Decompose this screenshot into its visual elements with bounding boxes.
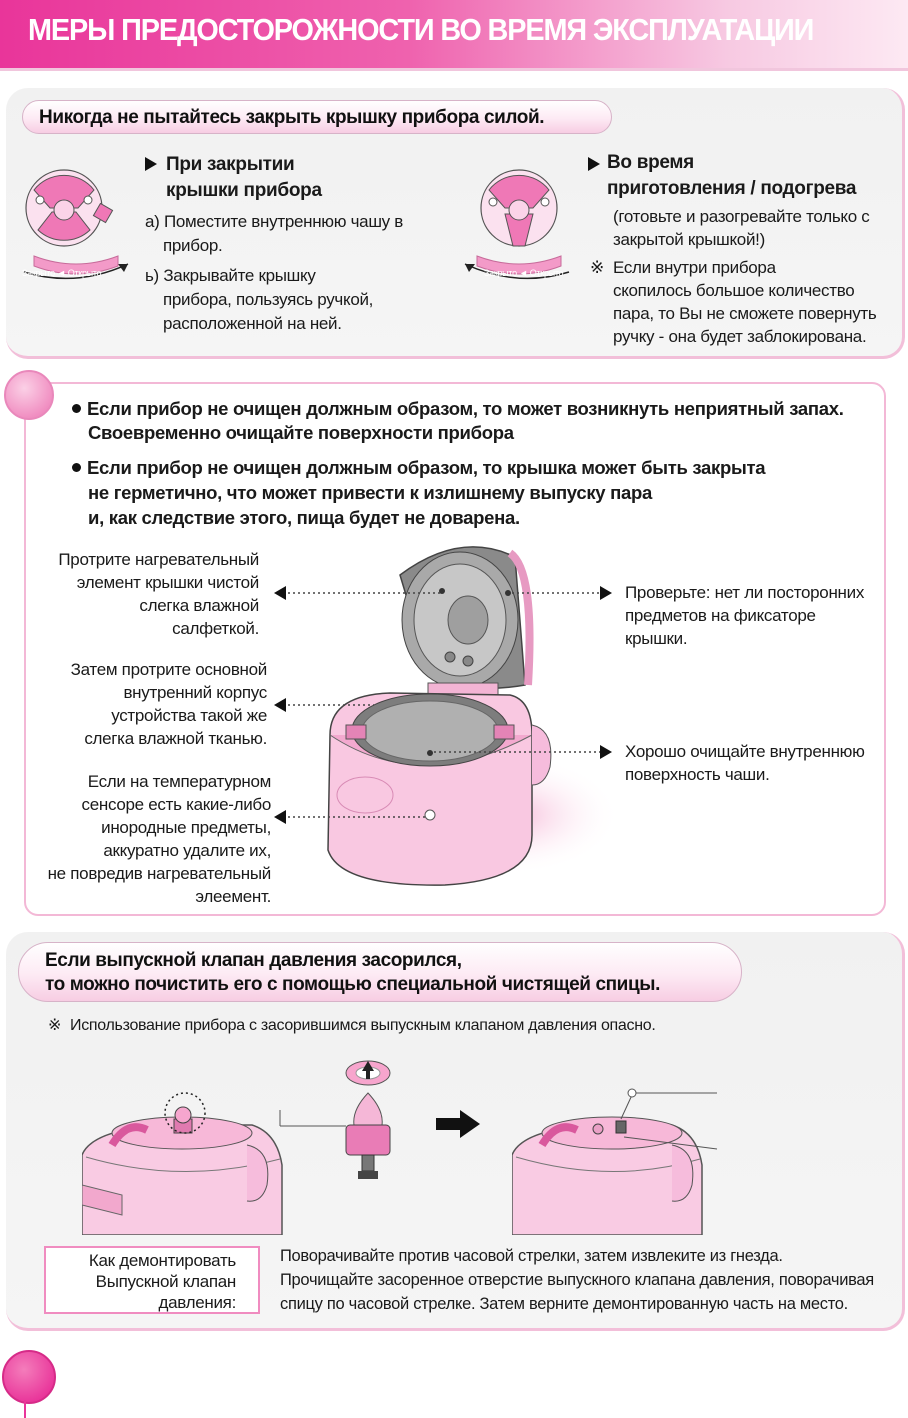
note-temp-sensor: Если на температурном сенсоре есть какие… [30,770,272,908]
note-line: устройства такой же [111,706,267,725]
cooking-warn-line2: скопилось большое количество [613,281,855,300]
note-inner-body: Затем протрите основной внутренний корпу… [30,658,268,750]
note-line: Если на температурном [87,772,272,791]
leader-line [279,1110,346,1127]
closing-title-line1: При закрытии [166,154,295,175]
section-valve-heading: Если выпускной клапан давления засорился… [18,942,742,1002]
cleaning-bullet2-line3: и, как следствие этого, пища будет не до… [88,507,520,528]
note-line: элеемент. [195,887,271,906]
cooking-warn-line1: Если внутри прибора [613,258,776,277]
bullet-icon [72,403,81,413]
note-line: внутренний корпус [123,683,267,702]
cleaning-bullet2-line2: не герметично, что может привести к изли… [88,482,652,503]
note-line: крышки. [625,629,688,648]
cooking-warn-line4: ручку - она будет заблокирована. [613,327,867,346]
note-lid-latch: Проверьте: нет ли посторонних предметов … [625,581,864,650]
note-line: аккуратно удалите их, [103,841,271,860]
cleaning-bullet1-line1: Если прибор не очищен должным образом, т… [72,397,844,421]
lid-dial-label-right: Закрыто ◄ Открыто [484,268,564,278]
cooking-note-line2: закрытой крышкой!) [613,230,765,249]
page-corner-marker [2,1350,56,1404]
triangle-bullet-icon [588,157,600,171]
note-line: Хорошо очищайте внутреннюю [625,742,865,761]
note-line: Протрите нагревательный [58,550,259,569]
note-inner-bowl: Хорошо очищайте внутреннюю поверхность ч… [625,740,865,786]
note-line: элемент крышки чистой [76,573,260,592]
note-lid-heater: Протрите нагревательный элемент крышки ч… [30,548,259,640]
closing-step-b-line1: ь) Закрывайте крышку [145,266,316,285]
note-line: инородные предметы, [101,818,271,837]
reference-mark: ※ [48,1017,62,1034]
note-line: предметов на фиксаторе [625,606,816,625]
cooking-note-line1: (готовьте и разогревайте только с [613,207,870,226]
valve-instruction-line3: спицу по часовой стрелке. Затем верните … [280,1295,848,1313]
note-line: Затем протрите основной [70,660,268,679]
rice-cooker-open-illustration [327,546,620,886]
pressure-valve-part-illustration [345,1060,391,1179]
leader-lines [274,586,612,824]
note-line: салфеткой. [172,619,259,638]
lid-dial-label-left: Закрыто ◄ Открыто [22,268,102,278]
valve-instruction-line2: Прочищайте засоренное отверстие выпускно… [280,1271,874,1289]
cleaning-bullet2-line1: Если прибор не очищен должным образом, т… [72,456,766,480]
page-corner-line [24,1400,26,1418]
section-lid-heading: Никогда не пытайтесь закрыть крышку приб… [22,100,612,134]
cooker-with-valve-illustration [82,1092,283,1235]
cooker-without-valve-illustration [512,1088,718,1235]
triangle-bullet-icon [145,157,157,171]
closing-title-line2: крышки прибора [166,180,322,201]
header-divider [0,68,908,71]
note-line: слегка влажной тканью. [84,729,267,748]
valve-warning: Использование прибора с засорившимся вып… [70,1017,656,1034]
box-line: Как демонтировать [88,1251,236,1270]
note-line: Проверьте: нет ли посторонних [625,583,865,602]
cleaning-bullet1-text: Если прибор не очищен должным образом, т… [87,398,844,419]
valve-heading-line1: Если выпускной клапан давления засорился… [45,950,462,971]
cooking-warn-line3: пара, то Вы не сможете повернуть [613,304,877,323]
page-title: МЕРЫ ПРЕДОСТОРОЖНОСТИ ВО ВРЕМЯ ЭКСПЛУАТА… [28,12,814,47]
box-line: Выпускной клапан [95,1272,237,1291]
closing-step-b-line2: прибора, пользуясь ручкой, [163,290,374,309]
reference-mark: ※ [590,258,604,277]
closing-step-b-line3: расположенной на ней. [163,314,342,333]
note-line: поверхность чаши. [625,765,770,784]
valve-instruction-line1: Поворачивайте против часовой стрелки, за… [280,1247,783,1265]
right-arrow-icon [436,1110,480,1138]
header-bar [0,0,908,68]
lid-dial-closing-illustration [23,169,129,280]
cooking-title-line2: приготовления / подогрева [607,178,857,199]
cooking-title-line1: Во время [607,152,694,173]
cleaning-bullet1-line2: Своевременно очищайте поверхности прибор… [88,422,514,443]
section-marker-circle [4,370,54,420]
valve-heading-line2: то можно почистить его с помощью специал… [45,974,660,995]
note-line: не повредив нагревательный [47,864,272,883]
closing-step-a-line1: а) Поместите внутреннюю чашу в [145,212,404,231]
bullet-icon [72,462,81,472]
lid-dial-cooking-illustration [464,169,570,280]
cleaning-bullet2-text: Если прибор не очищен должным образом, т… [87,457,766,478]
note-line: сенсоре есть какие-либо [81,795,272,814]
note-line: слегка влажной [139,596,259,615]
how-to-remove-box: Как демонтировать Выпускной клапан давле… [44,1246,260,1314]
closing-step-a-line2: прибор. [163,236,223,255]
box-line: давления: [158,1293,236,1312]
